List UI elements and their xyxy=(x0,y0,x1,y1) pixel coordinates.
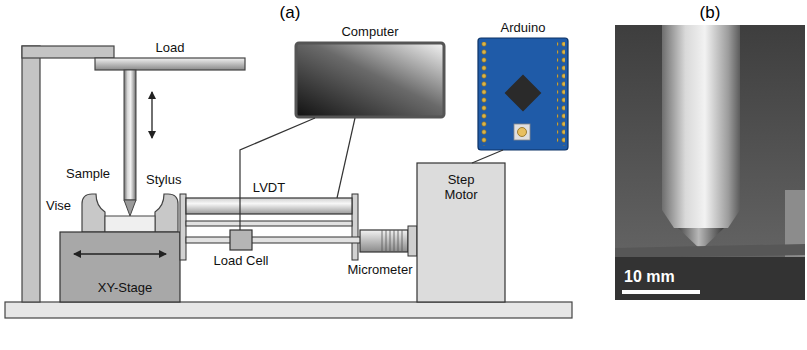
rail-post xyxy=(180,194,186,260)
pin-header xyxy=(557,42,565,146)
rail-post xyxy=(352,194,358,260)
stylus-shaft xyxy=(124,70,136,200)
photo-sample-front xyxy=(615,257,805,300)
part-label: Sample xyxy=(66,166,110,181)
arduino: Arduino xyxy=(478,38,568,150)
vise-jaw xyxy=(155,194,178,232)
load-weight: Load xyxy=(95,58,245,70)
stage-motion-arrow xyxy=(74,253,166,255)
load-cell: Load Cell xyxy=(230,230,252,250)
reset-button xyxy=(518,128,527,137)
part-label: XY-Stage xyxy=(60,280,190,295)
part-label: Step Motor xyxy=(435,172,487,202)
stand-column xyxy=(22,46,40,302)
monitor xyxy=(296,43,444,117)
part-label: Load xyxy=(156,40,185,55)
vise-jaw xyxy=(82,194,105,232)
step-motor: Step Motor xyxy=(417,163,505,302)
stand-arm xyxy=(22,46,114,58)
motor-coupling xyxy=(408,226,417,256)
part-label: Vise xyxy=(46,198,71,213)
part-label: LVDT xyxy=(253,180,285,195)
part-label: Micrometer xyxy=(347,262,412,277)
arduino-board xyxy=(478,38,568,150)
scale-bar-label: 10 mm xyxy=(624,268,675,286)
lvdt: LVDT xyxy=(186,198,352,214)
photo-indenter-body xyxy=(662,25,740,210)
photo-sample-top xyxy=(615,244,805,258)
signal-wire xyxy=(337,118,355,198)
signal-wire xyxy=(240,118,315,230)
micrometer-knurl xyxy=(382,230,402,252)
part-label: Load Cell xyxy=(214,253,269,268)
base-plate xyxy=(5,302,572,318)
pin-header xyxy=(481,42,489,146)
scale-bar xyxy=(622,290,700,294)
photo-indenter-chamfer xyxy=(662,210,740,228)
load-disc xyxy=(95,58,245,70)
stylus-tip xyxy=(124,200,136,216)
drive-shaft xyxy=(186,237,362,243)
step-motor-housing xyxy=(417,163,505,302)
lvdt-body xyxy=(186,198,352,214)
guide-rod xyxy=(186,221,352,226)
load-cell-body xyxy=(230,230,252,250)
panel-label: (a) xyxy=(280,3,301,22)
micrometer-body xyxy=(360,230,408,252)
sample-block xyxy=(105,216,155,232)
signal-wire xyxy=(472,150,503,163)
part-label: Arduino xyxy=(501,20,546,35)
travel-arrow xyxy=(151,92,152,138)
part-label: Computer xyxy=(341,24,398,39)
reset-button xyxy=(514,124,530,140)
part-label: Stylus xyxy=(146,172,181,187)
xy-stage: XY-Stage xyxy=(60,232,190,302)
photo-background xyxy=(615,25,805,300)
computer: Computer xyxy=(295,42,445,118)
panel-label: (b) xyxy=(700,3,721,22)
microcontroller-chip xyxy=(505,75,542,112)
